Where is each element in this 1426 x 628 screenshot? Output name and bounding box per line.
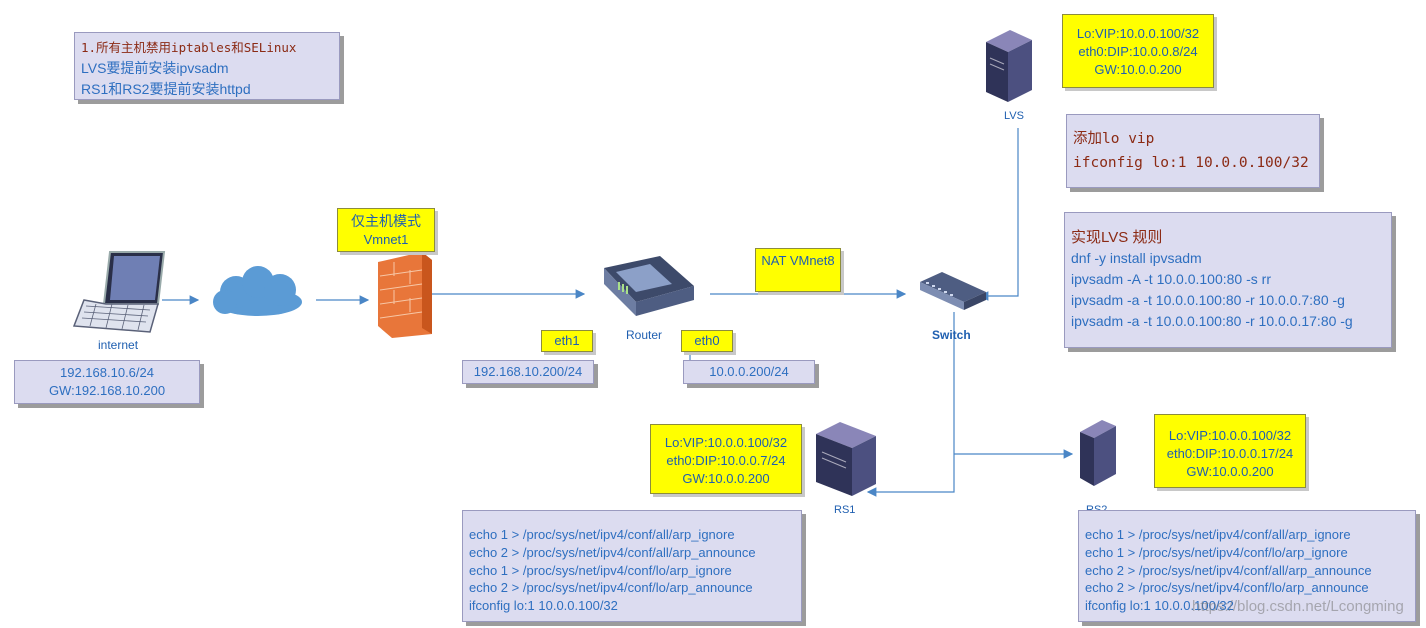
prereq-line-2: LVS要提前安装ipvsadm	[81, 60, 229, 76]
rs1-cmd-1: echo 1 > /proc/sys/net/ipv4/conf/all/arp…	[469, 527, 735, 542]
rs1-server-icon	[816, 422, 876, 496]
rs2-cmd-3: echo 2 > /proc/sys/net/ipv4/conf/all/arp…	[1085, 562, 1372, 578]
eth1-badge: eth1	[541, 330, 593, 352]
lvs-ip-note: Lo:VIP:10.0.0.100/32 eth0:DIP:10.0.0.8/2…	[1062, 14, 1214, 88]
internet-ip-box: 192.168.10.6/24 GW:192.168.10.200	[14, 360, 200, 404]
eth1-label: eth1	[554, 333, 580, 348]
nat-net: VMnet8	[789, 253, 835, 268]
lvs-gw: GW:10.0.0.200	[1094, 62, 1182, 77]
lvs-server-icon	[986, 30, 1032, 102]
lvs-rule-3: ipvsadm -a -t 10.0.0.100:80 -r 10.0.0.7:…	[1071, 292, 1345, 308]
rs1-dip: eth0:DIP:10.0.0.7/24	[666, 453, 786, 468]
rs1-cmd-note: echo 1 > /proc/sys/net/ipv4/conf/all/arp…	[462, 510, 802, 622]
rs2-cmd-1: echo 1 > /proc/sys/net/ipv4/conf/all/arp…	[1085, 527, 1351, 542]
hostonly-note: 仅主机模式 Vmnet1	[337, 208, 435, 252]
rs2-ip-note: Lo:VIP:10.0.0.100/32 eth0:DIP:10.0.0.17/…	[1154, 414, 1306, 488]
hostonly-mode: 仅主机模式	[351, 213, 421, 229]
rs2-cmd-2: echo 1 > /proc/sys/net/ipv4/conf/lo/arp_…	[1085, 544, 1348, 560]
rs1-label: RS1	[834, 504, 856, 516]
eth1-ip: 192.168.10.200/24	[473, 364, 583, 379]
cloud-icon	[213, 266, 302, 316]
internet-gw: GW:192.168.10.200	[48, 383, 166, 398]
prereq-line-1: 1.所有主机禁用iptables和SELinux	[81, 40, 297, 55]
lvs-rule-4: ipvsadm -a -t 10.0.0.100:80 -r 10.0.0.17…	[1071, 313, 1353, 329]
rs1-cmd-2: echo 2 > /proc/sys/net/ipv4/conf/all/arp…	[469, 544, 756, 560]
nat-mode: NAT	[761, 253, 787, 268]
switch-label: Switch	[932, 328, 971, 342]
rs2-server-icon	[1080, 420, 1116, 486]
router-icon	[604, 256, 694, 316]
rs1-gw: GW:10.0.0.200	[682, 471, 770, 486]
lvs-label: LVS	[1004, 110, 1024, 122]
rs2-vip: Lo:VIP:10.0.0.100/32	[1168, 428, 1292, 443]
rs1-cmd-4: echo 2 > /proc/sys/net/ipv4/conf/lo/arp_…	[469, 580, 753, 596]
rs2-cmd-note: echo 1 > /proc/sys/net/ipv4/conf/all/arp…	[1078, 510, 1416, 622]
lvs-dip: eth0:DIP:10.0.0.8/24	[1078, 44, 1198, 59]
eth0-ip: 10.0.0.200/24	[709, 364, 789, 379]
lvs-rule-2: ipvsadm -A -t 10.0.0.100:80 -s rr	[1071, 271, 1271, 287]
nat-note: NAT VMnet8	[755, 248, 841, 292]
lvs-rules-title: 实现LVS 规则	[1071, 229, 1163, 246]
rs1-vip: Lo:VIP:10.0.0.100/32	[664, 435, 788, 450]
link-switch-rs1	[866, 312, 955, 497]
eth0-badge: eth0	[681, 330, 733, 352]
lvs-vip-note: 添加lo vip ifconfig lo:1 10.0.0.100/32	[1066, 114, 1320, 188]
firewall-icon	[378, 252, 432, 338]
lvs-vip-cmd: ifconfig lo:1 10.0.0.100/32	[1073, 155, 1309, 171]
switch-icon	[920, 272, 986, 310]
hostonly-net: Vmnet1	[363, 232, 409, 247]
rs2-dip: eth0:DIP:10.0.0.17/24	[1166, 446, 1294, 461]
watermark: https://blog.csdn.net/Lcongming	[1192, 598, 1404, 615]
eth0-ip-box: 10.0.0.200/24	[683, 360, 815, 384]
internet-label: internet	[98, 338, 139, 352]
lvs-vip-title: 添加lo vip	[1073, 131, 1155, 147]
internet-ip: 192.168.10.6/24	[60, 365, 154, 380]
laptop-icon	[72, 251, 166, 333]
rs1-cmd-3: echo 1 > /proc/sys/net/ipv4/conf/lo/arp_…	[469, 562, 732, 578]
lvs-rules-note: 实现LVS 规则 dnf -y install ipvsadm ipvsadm …	[1064, 212, 1392, 348]
eth1-ip-box: 192.168.10.200/24	[462, 360, 594, 384]
rs1-ip-note: Lo:VIP:10.0.0.100/32 eth0:DIP:10.0.0.7/2…	[650, 424, 802, 494]
lvs-vip: Lo:VIP:10.0.0.100/32	[1076, 26, 1200, 41]
rs2-gw: GW:10.0.0.200	[1186, 464, 1274, 479]
prereq-note: 1.所有主机禁用iptables和SELinux LVS要提前安装ipvsadm…	[74, 32, 340, 100]
rs1-cmd-5: ifconfig lo:1 10.0.0.100/32	[469, 598, 618, 614]
prereq-line-3: RS1和RS2要提前安装httpd	[81, 81, 251, 97]
rs2-cmd-5: ifconfig lo:1 10.0.0.100/32	[1085, 598, 1234, 614]
rs2-cmd-4: echo 2 > /proc/sys/net/ipv4/conf/lo/arp_…	[1085, 580, 1369, 596]
lvs-rule-1: dnf -y install ipvsadm	[1071, 250, 1202, 266]
router-label: Router	[626, 328, 663, 342]
eth0-label: eth0	[694, 333, 720, 348]
link-lvs-switch	[978, 128, 1019, 301]
